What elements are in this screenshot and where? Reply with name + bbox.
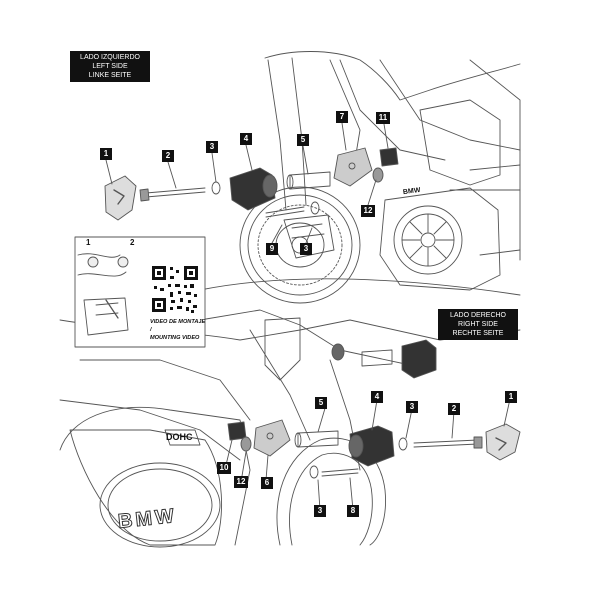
right-side-label: LADO DERECHO RIGHT SIDE RECHTE SEITE bbox=[438, 309, 518, 340]
bottom-engine-housing bbox=[59, 406, 251, 546]
top-fork-left bbox=[267, 59, 287, 211]
bottom-callout-part-2: 2 bbox=[448, 403, 460, 415]
top-part-11-nut bbox=[379, 147, 399, 167]
bottom-callout-part-5: 5 bbox=[315, 397, 327, 409]
top-callout-part-12: 12 bbox=[361, 205, 375, 217]
top-caliper-bolt bbox=[265, 206, 305, 218]
top-part-5-sleeve bbox=[289, 171, 331, 190]
video-caption-en: MOUNTING VIDEO bbox=[150, 335, 200, 341]
bottom-part-4-spacer bbox=[349, 425, 395, 467]
bottom-callout-part-4: 4 bbox=[371, 391, 383, 403]
bottom-caliper-washer bbox=[309, 465, 319, 479]
top-callout-part-5: 5 bbox=[297, 134, 309, 146]
bottom-callout-part-1: 1 bbox=[505, 391, 517, 403]
inset-mount-sketch bbox=[77, 253, 129, 336]
top-fork-right bbox=[291, 57, 307, 206]
top-caliper-washer bbox=[310, 201, 320, 215]
top-callout-part-2: 2 bbox=[162, 150, 174, 162]
bottom-frame-line-2 bbox=[59, 399, 241, 461]
left-side-label-de: LINKE SEITE bbox=[88, 72, 132, 79]
bottom-fairing bbox=[264, 317, 301, 381]
video-caption-es: VIDEO DE MONTAJE / bbox=[150, 319, 206, 333]
bottom-frame-line-1 bbox=[79, 359, 251, 421]
top-part-2-bolt bbox=[145, 187, 206, 194]
top-frame-line-4 bbox=[329, 59, 361, 161]
bottom-part-2-bolt bbox=[413, 439, 479, 444]
top-callout-part-4: 4 bbox=[240, 133, 252, 145]
bottom-rear-tyre bbox=[276, 437, 386, 546]
bottom-mounted-preview-block bbox=[401, 339, 437, 379]
bottom-callout-part-3: 3 bbox=[406, 401, 418, 413]
bottom-part-12-spacer bbox=[240, 436, 252, 452]
mounting-video-caption[interactable]: VIDEO DE MONTAJE / MOUNTING VIDEO bbox=[150, 318, 206, 342]
top-part-12-spacer bbox=[372, 167, 384, 183]
right-side-label-es: LADO DERECHO bbox=[449, 312, 506, 319]
bottom-caliper-bolt bbox=[321, 468, 359, 477]
top-part-4-spacer bbox=[229, 167, 276, 211]
bottom-frame-line-3 bbox=[199, 309, 411, 366]
qr-code bbox=[150, 264, 200, 314]
top-callout-part-1: 1 bbox=[100, 148, 112, 160]
top-engine-cover bbox=[393, 205, 463, 275]
top-callout-part-9: 9 bbox=[266, 243, 278, 255]
top-frame-line-1 bbox=[339, 59, 446, 161]
top-frame-line-2 bbox=[379, 59, 521, 151]
bottom-part-10-nut bbox=[227, 421, 247, 441]
top-lower-frame bbox=[449, 164, 521, 256]
top-part-3-washer bbox=[211, 181, 221, 195]
top-frame-line-3 bbox=[469, 59, 521, 261]
top-radiator bbox=[419, 99, 501, 186]
inset-step-2: 2 bbox=[130, 238, 135, 247]
bottom-mounted-preview-sleeve bbox=[361, 349, 393, 367]
section-divider bbox=[199, 278, 521, 296]
bottom-engine-cover bbox=[69, 429, 222, 546]
top-brake-caliper bbox=[283, 214, 335, 259]
bottom-callout-part-6: 6 bbox=[261, 477, 273, 489]
top-fairing-outline bbox=[264, 51, 521, 101]
inset-step-1: 1 bbox=[86, 238, 91, 247]
right-side-label-de: RECHTE SEITE bbox=[452, 330, 504, 337]
bottom-callout-part-12: 12 bbox=[234, 476, 248, 488]
top-brake-disc bbox=[257, 204, 343, 286]
left-side-label: LADO IZQUIERDO LEFT SIDE LINKE SEITE bbox=[70, 51, 150, 82]
left-side-label-es: LADO IZQUIERDO bbox=[80, 54, 140, 61]
right-side-label-en: RIGHT SIDE bbox=[458, 321, 498, 328]
bottom-callout-part-10: 10 bbox=[217, 462, 231, 474]
top-callout-part-11: 11 bbox=[376, 112, 390, 124]
top-part-7-bracket bbox=[333, 147, 373, 187]
bottom-callout-part-8: 8 bbox=[347, 505, 359, 517]
top-callout-part-3-lower: 3 bbox=[300, 243, 312, 255]
bottom-callout-part-3-lower: 3 bbox=[314, 505, 326, 517]
top-part-1-slider-cap bbox=[104, 175, 137, 221]
dohc-badge: DOHC bbox=[166, 432, 193, 442]
top-callout-part-7: 7 bbox=[336, 111, 348, 123]
bottom-frame-line-4 bbox=[249, 329, 311, 441]
top-callout-part-3: 3 bbox=[206, 141, 218, 153]
bottom-part-5-sleeve bbox=[297, 430, 339, 448]
left-side-label-en: LEFT SIDE bbox=[92, 63, 128, 70]
bottom-part-3-washer bbox=[398, 437, 408, 451]
top-engine-housing bbox=[379, 187, 501, 291]
top-front-tyre bbox=[239, 186, 361, 304]
